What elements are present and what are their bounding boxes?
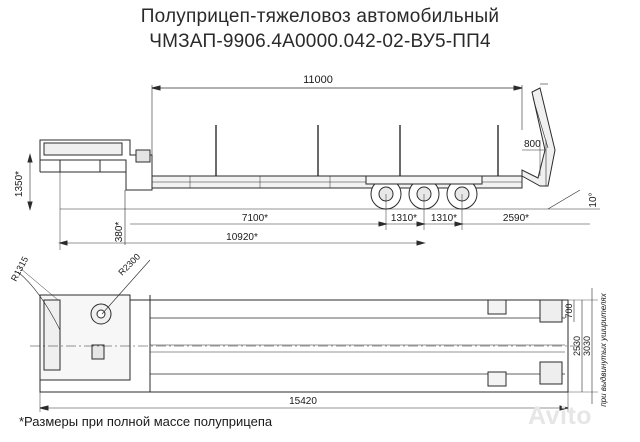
dim-1350: 1350* [14,171,25,197]
title-line-2: ЧМЗАП-9906.4А0000.042-02-ВУ5-ПП4 [149,31,491,52]
ramp [521,87,556,187]
dim-1310-a: 1310* [391,213,417,224]
dim-angle: 10° [588,192,599,207]
dim-2530: 2530 [572,336,582,356]
dim-3030: 3030 [582,336,592,356]
dim-380: 380* [114,222,125,243]
dim-700: 700 [564,303,574,318]
dim-11000: 11000 [303,74,333,86]
dim-2590: 2590* [503,213,529,224]
avito-watermark: Avito [528,402,593,430]
widener-note: при выдвинутых уширителях [599,292,608,406]
dim-r1315: R1315 [9,255,30,283]
dim-10920: 10920* [226,232,258,243]
dim-7100: 7100* [242,213,268,224]
radius-r2300 [101,259,151,315]
footnote: *Размеры при полной массе полуприцепа [19,414,273,429]
radius-r1315 [17,271,61,331]
dim-800: 800 [524,139,541,150]
dim-15420: 15420 [289,396,317,407]
dim-1310-b: 1310* [431,213,457,224]
gooseneck [39,139,153,191]
title-line-1: Полуприцеп-тяжеловоз автомобильный [140,6,500,27]
